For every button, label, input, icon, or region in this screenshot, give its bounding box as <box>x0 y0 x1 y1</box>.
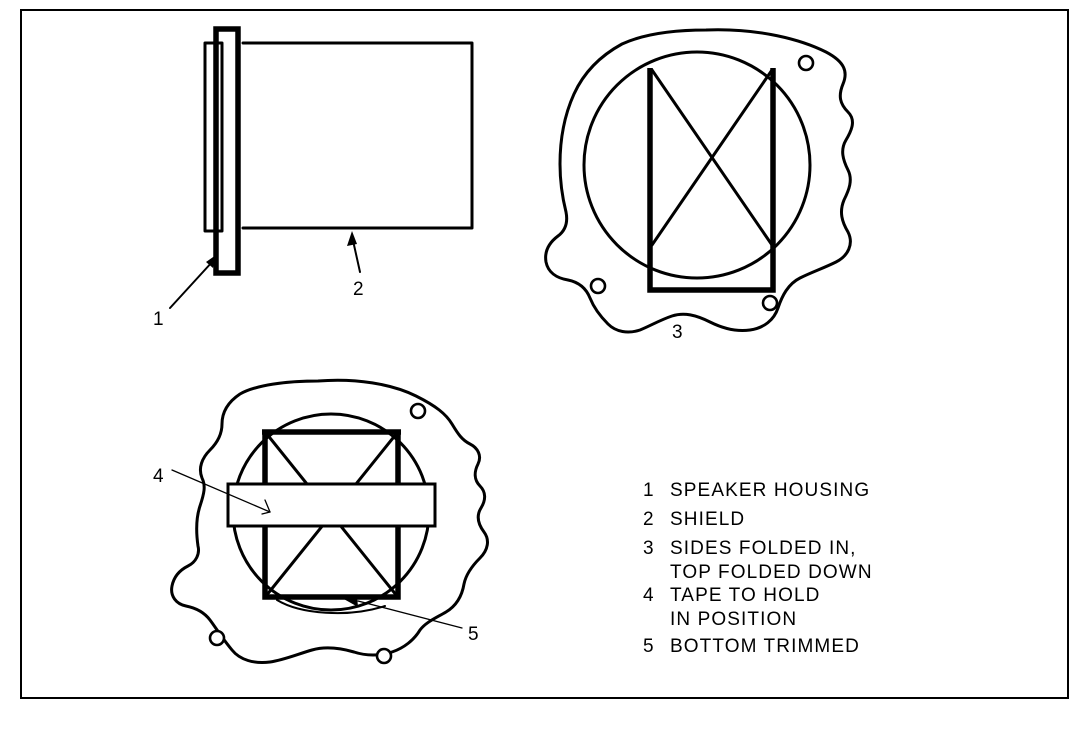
arrowhead-1 <box>206 255 216 268</box>
leader-tick-4 <box>261 499 271 515</box>
folded-shield-u-shape <box>647 68 776 293</box>
legend-number-1: 1 <box>643 480 654 501</box>
mounting-hole-bottom-left <box>589 277 607 295</box>
mounting-hole-taped-bottom-left <box>208 629 226 647</box>
mounting-hole-top-right <box>797 54 815 72</box>
legend-label-5: BOTTOM TRIMMED <box>670 636 860 657</box>
legend-label-3-line-1: SIDES FOLDED IN, <box>670 538 857 559</box>
shield-diagonal-b <box>650 68 774 247</box>
gasket-outline-folded <box>544 28 854 334</box>
legend-label-2: SHIELD <box>670 509 745 530</box>
mounting-hole-taped-bottom-right <box>375 647 393 665</box>
callout-number-2: 2 <box>353 279 364 300</box>
tape-strip <box>226 482 437 528</box>
legend-number-4: 4 <box>643 585 654 606</box>
page-border <box>20 9 1069 699</box>
mounting-hole-bottom-right <box>761 294 779 312</box>
view-gasket-taped: 4 5 <box>153 378 489 665</box>
legend-label-4-line-2: IN POSITION <box>670 609 797 630</box>
trimmed-bottom-arc <box>276 599 386 615</box>
speaker-opening-circle-folded <box>582 50 812 280</box>
callout-number-4: 4 <box>153 466 164 487</box>
legend-label-3-line-2: TOP FOLDED DOWN <box>670 562 873 583</box>
callout-number-1: 1 <box>153 309 164 330</box>
legend-number-2: 2 <box>643 509 654 530</box>
legend-number-5: 5 <box>643 636 654 657</box>
legend-label-1: SPEAKER HOUSING <box>670 480 870 501</box>
leader-line-4 <box>171 469 271 513</box>
shield-wrap-rect <box>241 41 474 230</box>
view-speaker-housing-side: 1 2 <box>153 26 474 330</box>
arrowhead-2 <box>347 231 357 246</box>
gasket-outline-taped <box>170 378 489 664</box>
callout-number-3: 3 <box>672 322 683 343</box>
arrowhead-5 <box>342 596 358 607</box>
callout-number-5: 5 <box>468 624 479 645</box>
legend-number-3: 3 <box>643 538 654 559</box>
legend: 1 SPEAKER HOUSING 2 SHIELD 3 SIDES FOLDE… <box>643 480 873 657</box>
housing-flange-plate <box>213 26 241 276</box>
leader-line-2 <box>353 244 361 273</box>
legend-label-4-line-1: TAPE TO HOLD <box>670 585 820 606</box>
mounting-hole-taped-top-right <box>409 402 427 420</box>
leader-line-1 <box>169 260 214 309</box>
view-gasket-folded: 3 <box>544 28 854 343</box>
leader-line-5 <box>357 600 463 629</box>
